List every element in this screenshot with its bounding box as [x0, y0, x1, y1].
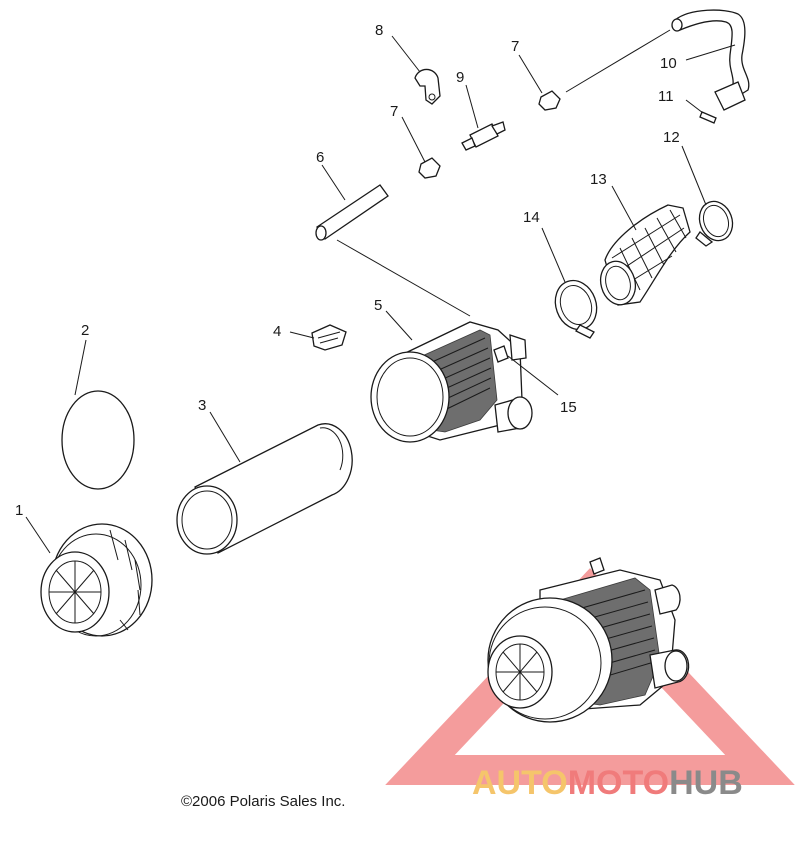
part-7-clamp-right	[538, 90, 561, 111]
assembled-airbox	[487, 557, 690, 723]
callout-2: 2	[81, 322, 89, 339]
callouts: 1 2 3 4 5 6 7 7 8 9 10 11 12 13 14 15	[15, 22, 680, 519]
callout-10: 10	[660, 55, 677, 72]
part-8-p-clamp	[414, 68, 441, 105]
watermark-auto: AUTO	[472, 764, 568, 802]
part-11-pin	[699, 111, 717, 124]
part-6-tube	[315, 184, 389, 241]
watermark-moto: MOTO	[568, 764, 669, 802]
part-13-intake-duct	[599, 204, 691, 306]
callout-7-right: 7	[511, 38, 519, 55]
watermark-text: AUTOMOTOHUB	[472, 764, 743, 802]
part-4-clip	[311, 324, 347, 351]
callout-8: 8	[375, 22, 383, 39]
part-3-filter-element	[176, 423, 353, 555]
callout-1: 1	[15, 502, 23, 519]
copyright-text: ©2006 Polaris Sales Inc.	[181, 793, 346, 810]
callout-6: 6	[316, 149, 324, 166]
callout-11: 11	[658, 88, 674, 105]
part-7-clamp-left	[418, 157, 441, 179]
callout-13: 13	[590, 171, 607, 188]
callout-9: 9	[456, 69, 464, 86]
part-5-airbox-body	[370, 321, 533, 443]
callout-7-left: 7	[390, 103, 398, 120]
part-14-hose-clamp	[554, 279, 598, 339]
callout-12: 12	[663, 129, 680, 146]
callout-15: 15	[560, 399, 577, 416]
callout-3: 3	[198, 397, 206, 414]
part-12-hose-clamp	[695, 200, 734, 247]
part-10-hose	[671, 9, 750, 111]
callout-5: 5	[374, 297, 382, 314]
part-2-gasket	[61, 390, 135, 490]
callout-14: 14	[523, 209, 540, 226]
callout-4: 4	[273, 323, 281, 340]
watermark-hub: HUB	[669, 764, 743, 802]
part-15-screw	[493, 345, 509, 363]
leader-lines	[25, 29, 736, 554]
part-9-fitting	[461, 121, 506, 151]
part-1-airbox-cover	[40, 523, 153, 637]
